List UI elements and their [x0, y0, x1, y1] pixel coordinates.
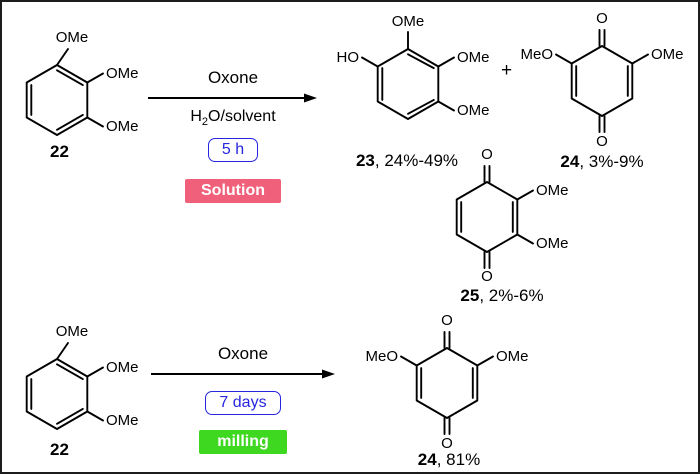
substituent-bonds — [361, 31, 455, 112]
quinone-ring — [455, 181, 519, 253]
solvent-rest: O/solvent — [208, 108, 276, 125]
product-24-top-label: 24, 3%-9% — [522, 152, 682, 172]
ome-label: OMe — [457, 102, 490, 119]
ome-label: OMe — [56, 29, 89, 46]
substituent-bonds — [56, 48, 104, 128]
ome-label: OMe — [536, 182, 569, 199]
compound-yield: , 3%-9% — [579, 152, 644, 171]
solvent-label: H2O/solvent — [190, 108, 275, 128]
oxygen-label: O — [596, 133, 608, 150]
structure-23: OMe HO OMe OMe — [337, 13, 490, 120]
benzene-ring — [25, 358, 89, 430]
compound-number: 25 — [460, 286, 480, 305]
plus-sign: + — [501, 60, 513, 81]
ome-label: OMe — [651, 46, 684, 63]
ome-label: OMe — [496, 348, 529, 365]
substituent-bonds — [56, 342, 104, 422]
reaction-arrow — [148, 93, 317, 103]
oxygen-label: O — [441, 312, 453, 329]
oxygen-label: O — [481, 268, 493, 285]
carbonyl-bonds — [443, 331, 451, 435]
substituent-bonds — [400, 355, 494, 367]
substituent-bonds — [516, 189, 534, 245]
reaction-arrow — [150, 369, 335, 379]
ome-label: OMe — [536, 235, 569, 252]
compound-number: 24 — [417, 450, 437, 469]
reactant-22-bottom-label: 22 — [12, 440, 107, 460]
ome-label: OMe — [392, 13, 425, 30]
time-badge: 5 h — [207, 138, 259, 163]
product-23-label: 23, 24%-49% — [322, 151, 492, 171]
compound-number: 24 — [560, 152, 580, 171]
conditions-top: Oxone H2O/solvent 5 h Solution — [148, 68, 318, 204]
ho-label: HO — [337, 49, 360, 66]
compound-yield: , 2%-6% — [479, 286, 544, 305]
compound-number: 23 — [355, 151, 375, 170]
product-25-label: 25, 2%-6% — [422, 286, 582, 306]
time-badge: 7 days — [205, 391, 281, 415]
reagent-label: Oxone — [217, 344, 269, 363]
conditions-bottom: Oxone 7 days milling — [148, 344, 338, 454]
structure-24-top: O O MeO OMe — [520, 10, 684, 150]
quinone-ring — [570, 45, 634, 117]
ome-label: OMe — [457, 49, 490, 66]
structure-22-bottom: OMe OMe OMe — [25, 323, 139, 430]
reactant-22-label: 22 — [12, 142, 107, 162]
condition-badge-milling: milling — [199, 430, 287, 454]
carbonyl-bonds — [598, 29, 606, 133]
structure-24-bottom: O O MeO OMe — [365, 312, 529, 452]
condition-badge-solution: Solution — [185, 179, 281, 204]
meo-label: MeO — [365, 348, 398, 365]
solvent-subscript: 2 — [201, 116, 209, 129]
structure-22-top: OMe OMe OMe — [25, 29, 139, 136]
oxygen-label: O — [441, 435, 453, 452]
compound-number: 22 — [50, 142, 69, 161]
substituent-bonds — [555, 53, 649, 65]
structure-25: O O OMe OMe — [455, 146, 569, 285]
product-24-bottom-label: 24, 81% — [364, 450, 534, 470]
reagent-label: Oxone — [207, 68, 259, 87]
ome-label: OMe — [106, 412, 139, 429]
oxygen-label: O — [481, 146, 493, 163]
ome-label: OMe — [106, 359, 139, 376]
benzene-ring — [25, 64, 89, 136]
ome-label: OMe — [106, 65, 139, 82]
ome-label: OMe — [106, 118, 139, 135]
oxygen-label: O — [596, 10, 608, 27]
carbonyl-bonds — [483, 165, 491, 269]
benzene-ring — [376, 48, 440, 120]
compound-yield: , 81% — [436, 450, 481, 469]
solvent-h: H — [190, 108, 202, 125]
compound-number: 22 — [50, 440, 69, 459]
ome-label: OMe — [56, 323, 89, 340]
compound-yield: , 24%-49% — [374, 151, 459, 170]
meo-label: MeO — [520, 46, 553, 63]
quinone-ring — [415, 347, 479, 419]
